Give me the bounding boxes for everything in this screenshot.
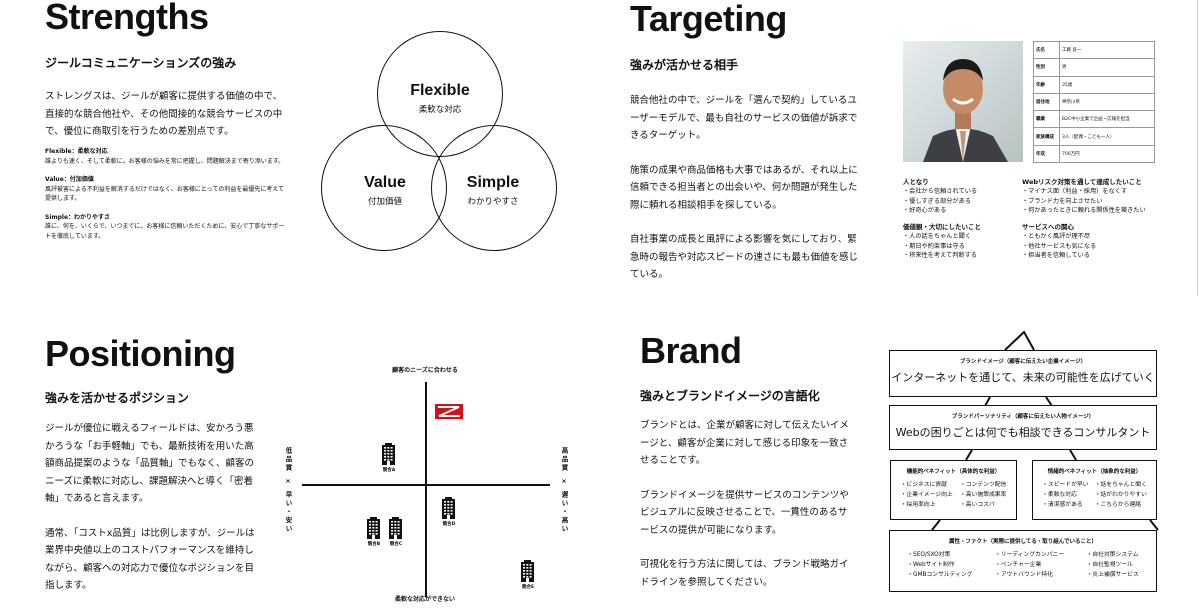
brand-title: Brand [640,330,742,371]
profile-key: 氏名 [1033,40,1060,60]
strengths-paragraph: ストレングスは、ジールが顧客に提供する価値の中で、直接的な競合他社や、その他間接… [45,91,283,137]
profile-value: 700万円 [1059,144,1155,164]
profile-value: 工藤 良一 [1059,40,1155,60]
strengths-title: Strengths [45,0,209,37]
item-body: 誰に、何を、いくらで、いつまでに。お客様に信頼いただくために、安心で丁寧なサポー… [45,223,285,240]
item-body: 誰よりも速く、そして柔軟に。お客様の悩みを常に把握し、問題解決まで寄り添います。 [45,157,285,165]
persona-list-personality: 人となり・会社から信頼されている・優しすぎる部分がある・好奇心がある 価値観・大… [903,178,981,260]
positioning-paragraphs: ジールが優位に戦えるフィールドは、安かろう悪かろうな「お手軽軸」でも、最新技術を… [45,423,255,591]
profile-key: 家族構成 [1033,127,1060,146]
profile-key: 居住地 [1033,92,1060,112]
competitor-label: 競合D [442,522,456,527]
map-right-label: 高品質 × 遅い・高い [560,447,568,534]
brand-logo-icon [435,404,463,419]
brand-personality-box: ブランドパーソナリティ（顧客に伝えたい人物イメージ）Webの困りごとは何でも相談… [889,405,1157,450]
competitor-label: 競合C [389,542,403,547]
profile-row: 氏名工藤 良一 [1033,40,1155,60]
brand-subtitle: 強みとブランドイメージの言語化 [640,389,820,403]
profile-row: 居住地神奈川県 [1033,92,1155,112]
persona-list-goals: Webリスク対策を通して達成したいこと・マイナス面（利益・採用）をなくす・ブラン… [1022,178,1146,260]
competitor-label: 競合E [521,585,535,590]
pyramid-outline [931,330,1159,531]
profile-value: 3人（配偶・こども一人） [1059,127,1155,146]
emotional-benefit-box: 情緒的ベネフィット（抽象的な利益） ・スピードが早い・柔軟な対応・清潔感がある・… [1032,460,1157,520]
map-top-label: 顧客のニーズに合わせる [392,367,458,374]
item-head: Simple：わかりやすさ [45,213,111,221]
competitor-building-icon: 競合B [367,517,380,547]
competitor-building-icon: 競合D [442,497,455,527]
competitor-building-icon: 競合C [389,517,402,547]
profile-key: 年収 [1033,144,1060,164]
competitor-building-icon: 競合A [382,443,395,473]
divider [1197,0,1198,295]
profile-value: B2C中小企業で企画・広報を担当 [1059,110,1155,129]
targeting-paragraphs: 競合他社の中で、ジールを「選んで契約」しているユーザーモデルで、最も自社のサービ… [630,95,859,280]
venn-circle-simple [431,125,557,251]
profile-row: 性別男 [1033,58,1155,77]
profile-key: 年齢 [1033,75,1060,94]
competitor-label: 競合B [367,542,381,547]
item-head: Flexible：柔軟な対応 [45,148,108,155]
map-vertical-axis [425,382,427,597]
competitor-label: 競合A [382,468,396,473]
map-left-label: 低品質 × 早い・安い [284,447,292,534]
facts-box: 属性・ファクト（実際に提供してる・取り組んでいること） ・SEO/SXO対策・W… [889,530,1157,592]
targeting-subtitle: 強みが活かせる相手 [630,58,739,72]
map-horizontal-axis [302,484,550,486]
item-head: Value：付加価値 [45,176,94,183]
profile-key: 性別 [1033,58,1060,77]
profile-value: 35歳 [1059,75,1155,94]
item-body: 風評被害による不利益を解消するだけではなく、お客様にとっての利益を最優先に考えて… [45,185,285,203]
map-bottom-label: 柔軟な対応ができない [394,596,455,603]
positioning-title: Positioning [45,333,236,374]
functional-benefit-box: 機能的ベネフィット（具体的な利益） ・ビジネスに貢献・企業イメージ向上・採用率向… [890,460,1017,520]
competitor-building-icon: 競合E [521,560,534,590]
strengths-items: Flexible：柔軟な対応誰よりも速く、そして柔軟に。お客様の悩みを常に把握し… [45,147,285,250]
persona-photo [903,41,1023,162]
profile-value: 男 [1059,58,1155,77]
profile-key: 職業 [1033,110,1060,129]
strengths-subtitle: ジールコミュニケーションズの強み [45,56,237,70]
profile-value: 神奈川県 [1059,92,1155,112]
targeting-title: Targeting [630,0,787,39]
positioning-subtitle: 強みを活かせるポジション [45,391,190,405]
brand-paragraphs: ブランドとは、企業が顧客に対して伝えたいイメージと、顧客が企業に対して感じる印象… [640,420,849,588]
brand-image-box: ブランドイメージ（顧客に伝えたい企業イメージ）インターネットを通じて、未来の可能… [889,350,1157,397]
